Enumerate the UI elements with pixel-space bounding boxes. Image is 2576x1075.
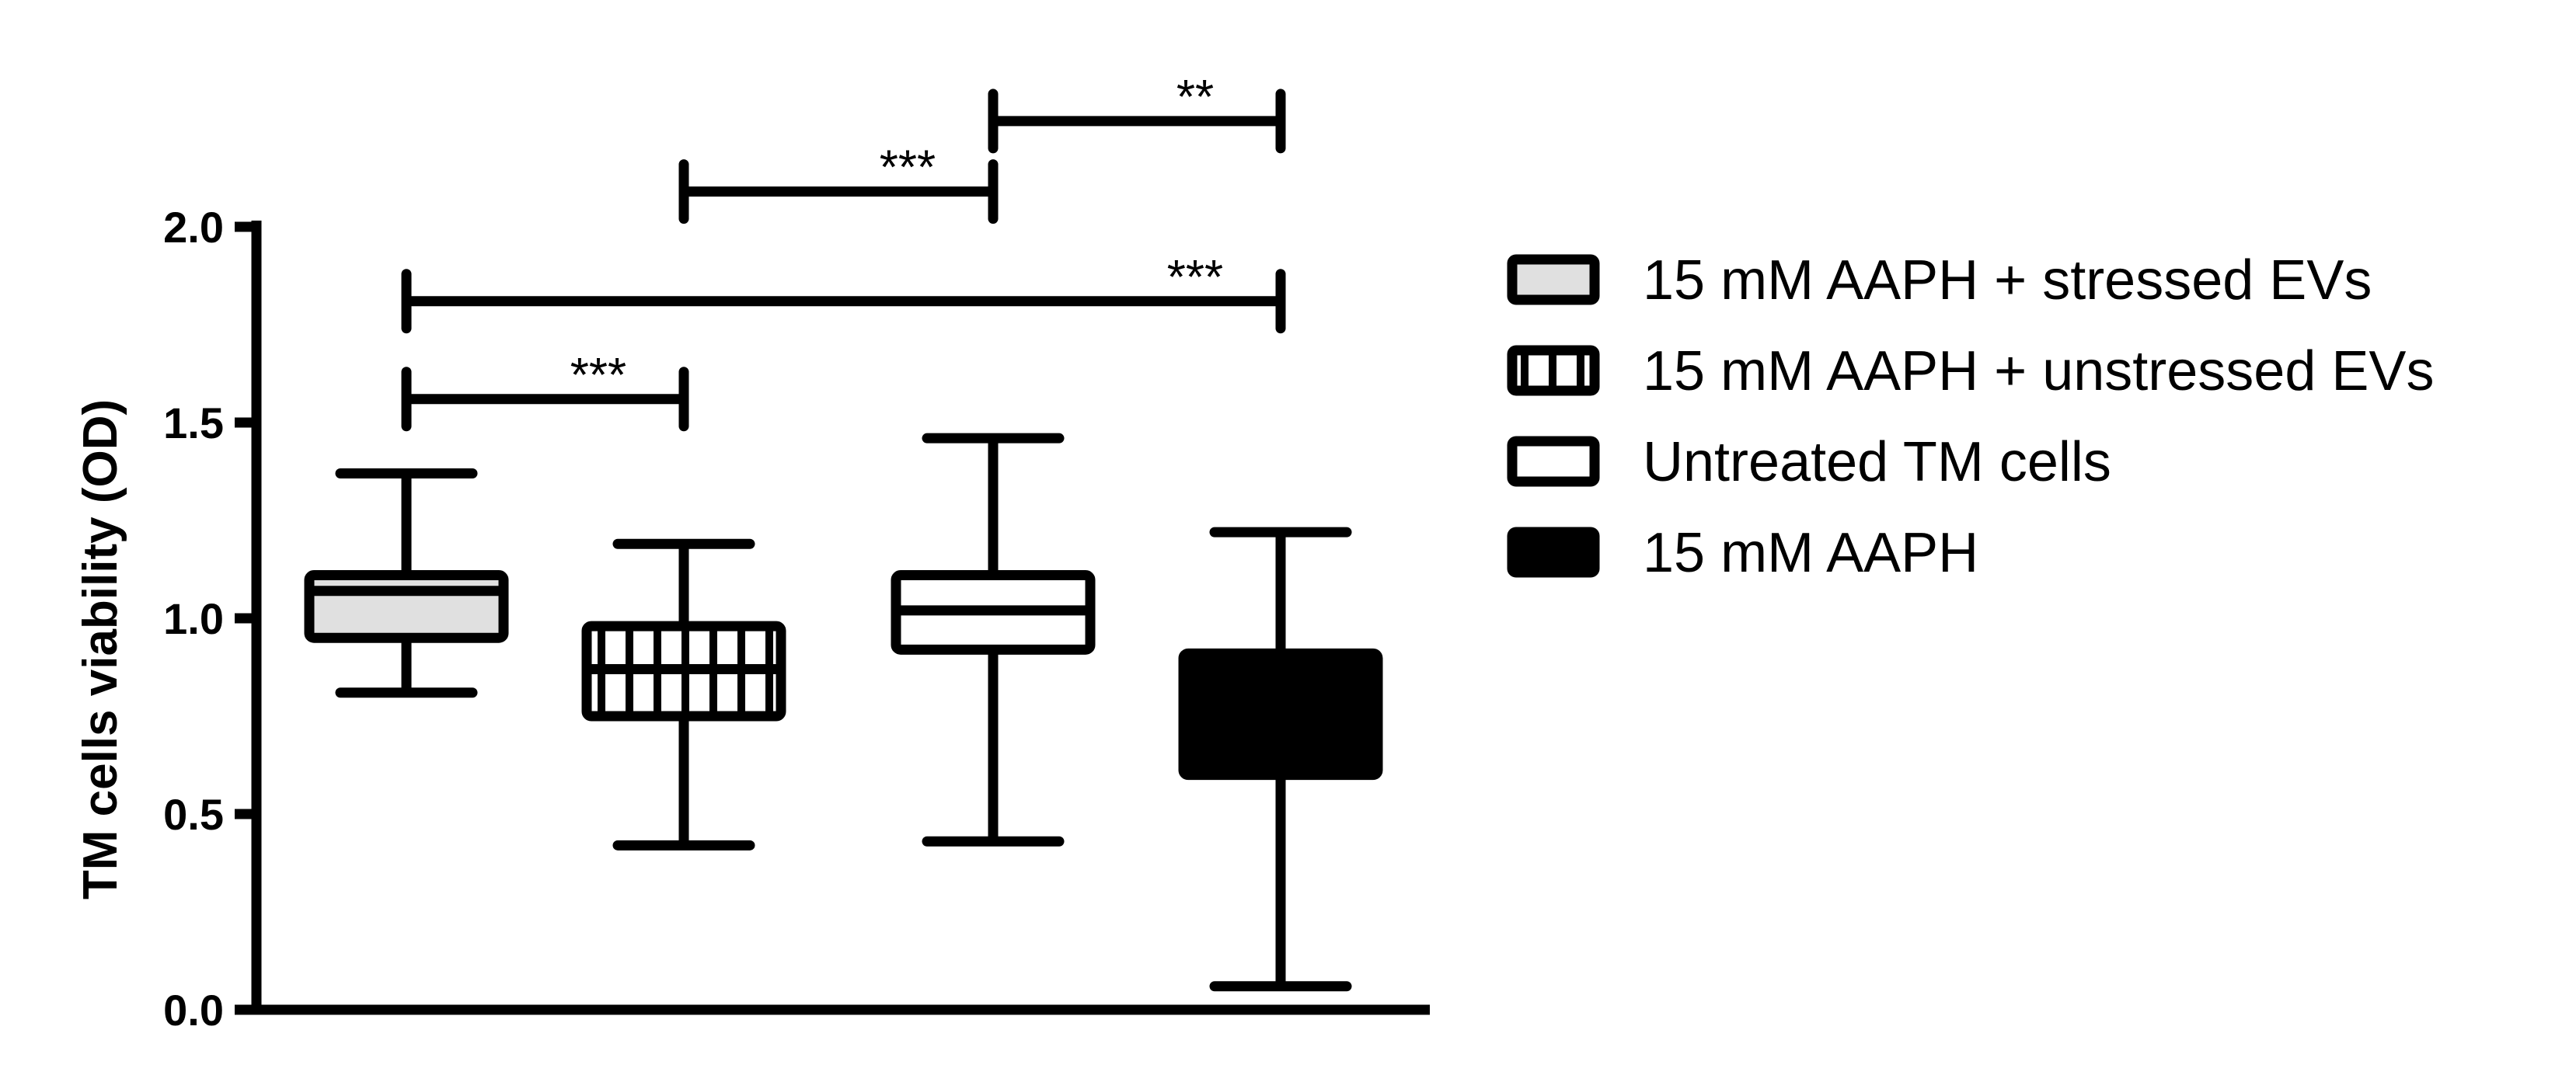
significance-bracket: ***	[401, 349, 689, 432]
legend-label: 15 mM AAPH	[1643, 522, 1978, 584]
significance-label: ***	[570, 349, 626, 402]
y-tick-label: 1.5	[163, 398, 224, 447]
y-tick-label: 0.0	[163, 986, 224, 1035]
significance-label: ***	[1167, 251, 1223, 304]
significance-layer: ***********	[401, 71, 1286, 432]
significance-label: ***	[880, 141, 936, 195]
legend-entry: Untreated TM cells	[1507, 431, 2111, 493]
y-axis-title: TM cells viability (OD)	[74, 399, 127, 899]
axes-layer: 0.0 0.5 1.0 1.5 2.0 TM cells viability (OD)	[74, 203, 1430, 1035]
y-tick-label: 1.0	[163, 594, 224, 643]
boxes-layer	[304, 433, 1383, 992]
legend-swatch	[1507, 254, 1600, 305]
legend-swatch	[1507, 436, 1600, 487]
y-tick-label: 2.0	[163, 203, 224, 252]
legend: 15 mM AAPH + stressed EVs 15 mM AAPH + un…	[1507, 249, 2434, 584]
legend-entry: 15 mM AAPH	[1507, 522, 1978, 584]
iqr-box	[304, 570, 509, 643]
box-group	[891, 433, 1096, 847]
significance-bracket: ***	[401, 251, 1286, 334]
legend-label: 15 mM AAPH + unstressed EVs	[1643, 340, 2434, 402]
significance-bracket: ***	[678, 141, 999, 224]
box-group	[1178, 527, 1383, 992]
legend-label: Untreated TM cells	[1643, 431, 2111, 493]
legend-entry: 15 mM AAPH + unstressed EVs	[1507, 340, 2434, 402]
significance-bracket: **	[988, 71, 1286, 154]
y-tick-label: 0.5	[163, 790, 224, 839]
box-group	[304, 468, 509, 698]
legend-label: 15 mM AAPH + stressed EVs	[1643, 249, 2372, 311]
legend-swatch	[1507, 527, 1600, 578]
significance-label: **	[1176, 71, 1214, 124]
legend-swatch	[1507, 345, 1600, 396]
legend-entry: 15 mM AAPH + stressed EVs	[1507, 249, 2372, 311]
iqr-box	[1178, 648, 1383, 781]
box-group	[581, 538, 786, 851]
